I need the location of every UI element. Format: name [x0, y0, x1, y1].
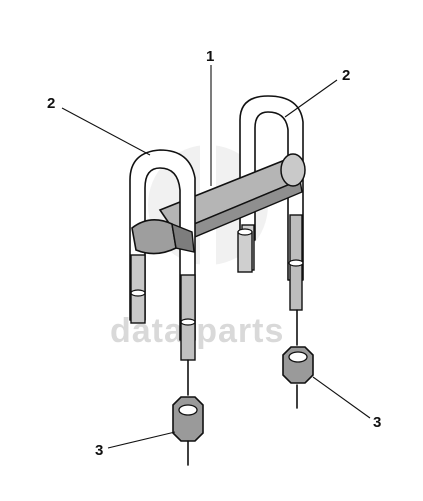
leader-item-3-right	[312, 376, 371, 419]
leader-item-3-left	[107, 431, 176, 449]
callout-item-1: 1	[206, 48, 214, 65]
center-stud	[237, 228, 253, 273]
nut-left	[172, 359, 204, 466]
nut-right	[282, 309, 314, 409]
callout-item-3-left: 3	[95, 442, 103, 459]
leader-item-2-right	[284, 79, 338, 118]
callout-item-2-right: 2	[342, 67, 350, 84]
leader-lines	[61, 65, 371, 449]
u-bolt-left	[129, 149, 196, 361]
callout-item-3-right: 3	[373, 414, 381, 431]
callout-item-2-left: 2	[47, 95, 55, 112]
leader-item-2-left	[61, 107, 151, 156]
